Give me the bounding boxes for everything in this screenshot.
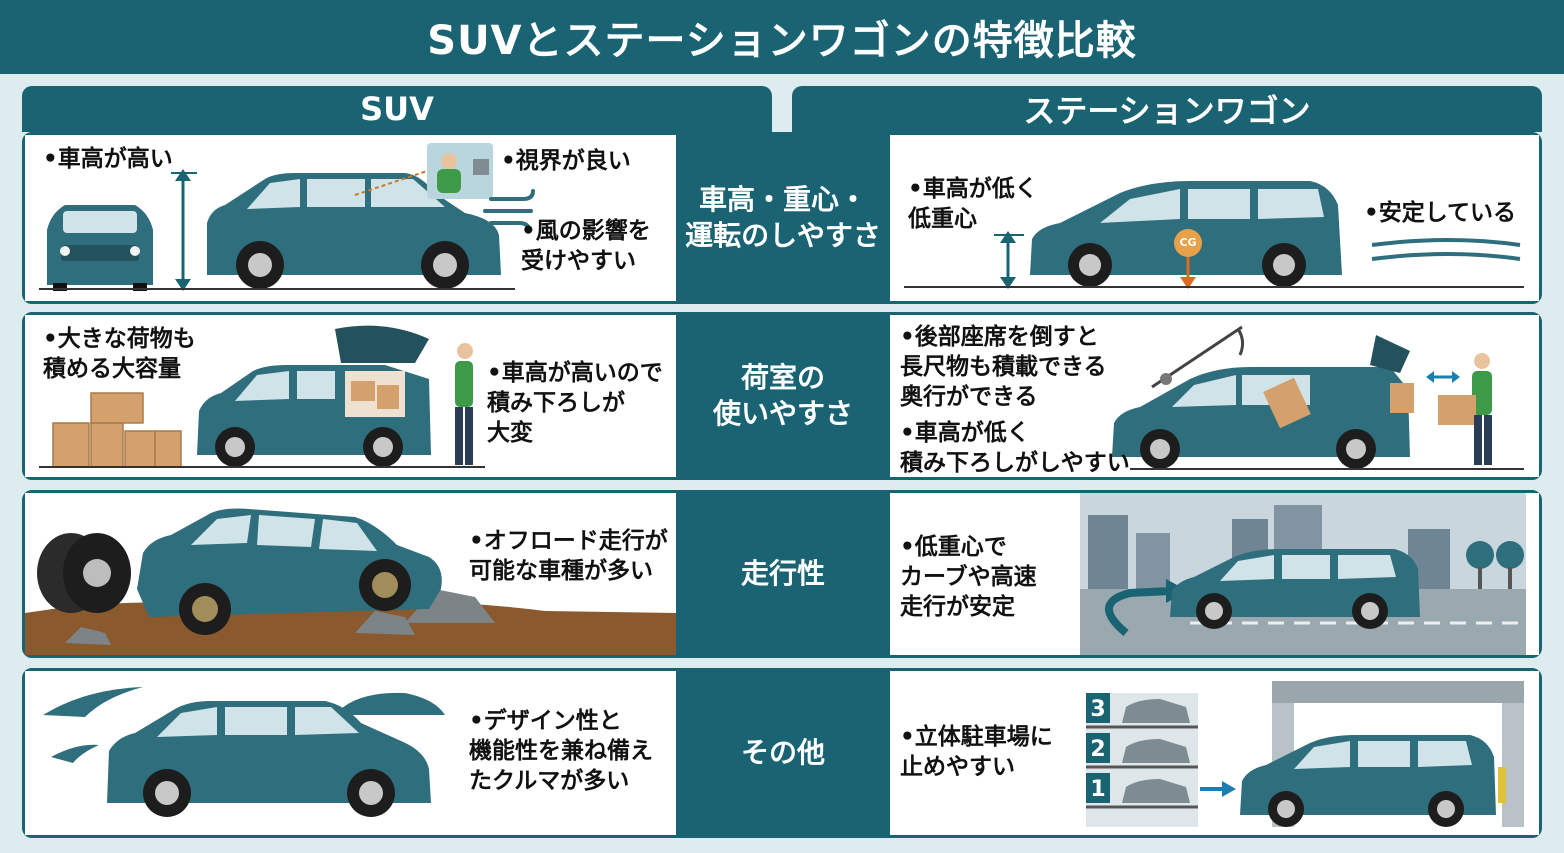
page-title: SUVとステーションワゴンの特徴比較 (427, 18, 1137, 64)
row1-suv-illustration (39, 143, 535, 291)
wagon-open-trunk (1112, 335, 1414, 469)
row3-suv-panel: •オフロード走行が 可能な車種が多い (25, 493, 676, 655)
person-carrying-icon (1438, 353, 1492, 465)
sleek-shapes-icon (43, 687, 445, 763)
row1-wagon-panel: •車高が低く 低重心 •安定している CG (890, 135, 1539, 301)
row2-suv-illustration (39, 325, 485, 468)
driver-view-icon (354, 143, 493, 199)
row3-wagon-text-1: •低重心で カーブや高速 走行が安定 (900, 534, 1037, 620)
person-lifting-icon (455, 343, 473, 465)
height-arrow (171, 169, 197, 291)
tire-stack-icon (37, 533, 131, 613)
row3-suv-illustration (25, 508, 676, 655)
row1-suv-text-2: •視界が良い (501, 148, 631, 174)
loading-arrow-icon (1426, 371, 1460, 383)
row2-suv-text-2: •車高が高いので 積み下ろしが 大変 (487, 360, 663, 446)
column-header-suv: SUV (22, 86, 772, 132)
center-of-gravity-icon (1174, 229, 1202, 289)
row4-wagon-text-1: •立体駐車場に 止めやすい (900, 724, 1053, 780)
row1-suv-panel: •車高が高い •視界が良い •風の影響を 受けやすい (25, 135, 676, 301)
parking-tower (1086, 693, 1198, 827)
row1-wagon-text-1: •車高が低く 低重心 (908, 176, 1038, 232)
row2-wagon-panel: •後部座席を倒すと 長尺物も積載できる 奥行ができる •車高が低く 積み下ろしが… (890, 315, 1539, 477)
row3-suv-text-1: •オフロード走行が 可能な車種が多い (469, 528, 668, 584)
row2-wagon-illustration (1112, 325, 1524, 470)
row1-wagon-text-2: •安定している (1364, 200, 1517, 226)
parking-level-2: 2 (1090, 737, 1106, 762)
row1-suv-text-3: •風の影響を 受けやすい (521, 218, 651, 274)
suv-design (107, 701, 431, 817)
row4-label: その他 (740, 735, 825, 769)
low-height-arrow (994, 231, 1024, 289)
row2-wagon-text-2: •車高が低く 積み下ろしがしやすい (900, 420, 1130, 476)
wagon-driving (1170, 549, 1420, 629)
row2-label: 荷室の 使いやすさ (712, 360, 853, 430)
row3-wagon-panel: •低重心で カーブや高速 走行が安定 (890, 493, 1539, 655)
stable-line-icon (1371, 238, 1521, 261)
row3-wagon-illustration (1080, 493, 1526, 655)
row2-suv-panel: •大きな荷物も 積める大容量 •車高が高いので 積み下ろしが 大変 (25, 315, 676, 477)
suv-offroad (137, 508, 442, 635)
fishing-rod-icon (1151, 325, 1245, 389)
suv-open-trunk (197, 325, 431, 467)
suv-front-view (47, 205, 153, 291)
city-background (1080, 493, 1526, 655)
wagon-side-view (1030, 181, 1342, 287)
row4-suv-panel: •デザイン性と 機能性を兼ね備え たクルマが多い (25, 671, 676, 835)
row2-wagon-text-1: •後部座席を倒すと 長尺物も積載できる 奥行ができる (900, 324, 1107, 410)
row3-label: 走行性 (740, 556, 825, 590)
row4-wagon-panel: 3 2 1 •立体駐車場に 止めやすい (890, 671, 1539, 835)
title-bar: SUVとステーションワゴンの特徴比較 (0, 0, 1564, 74)
wagon-parked (1240, 735, 1496, 827)
parking-level-3: 3 (1090, 697, 1106, 722)
row4-suv-illustration (43, 687, 445, 817)
row1-label: 車高・重心・ 運転のしやすさ (685, 182, 881, 252)
parking-level-1: 1 (1090, 777, 1106, 802)
row4-wagon-illustration (1086, 681, 1524, 827)
row2-suv-text-1: •大きな荷物も 積める大容量 (43, 326, 196, 382)
column-header-wagon: ステーションワゴン (792, 86, 1542, 132)
row1-suv-text-1: •車高が高い (43, 146, 173, 172)
suv-side-view (207, 173, 501, 289)
wind-icon (483, 189, 535, 233)
row4-suv-text-1: •デザイン性と 機能性を兼ね備え たクルマが多い (469, 708, 653, 794)
cg-badge: CG (1179, 236, 1197, 249)
row1-wagon-illustration (904, 181, 1524, 289)
entry-arrow-icon (1200, 781, 1236, 797)
cargo-boxes-icon (52, 392, 182, 468)
